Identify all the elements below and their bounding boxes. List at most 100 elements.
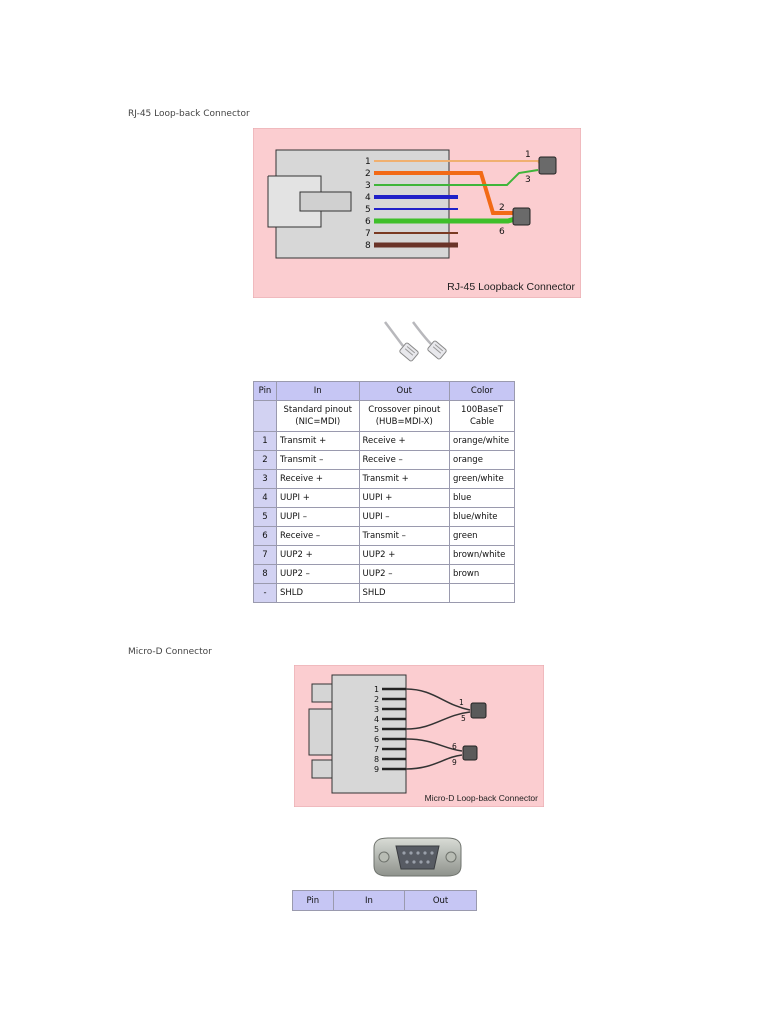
microd-pin-label: 7 (374, 745, 379, 754)
micro-d-connector-photo (373, 837, 462, 877)
rj45-wire-3 (374, 169, 539, 186)
microd-pin-label: 6 (374, 735, 379, 744)
color-cell (449, 583, 515, 603)
pin-cell: 2 (253, 450, 277, 470)
subheader-color: 100BaseT Cable (449, 400, 515, 432)
rj45-cable-photo (384, 321, 447, 362)
header-out: Out (404, 890, 477, 911)
rj45-plug-label: 1 (525, 150, 531, 160)
out-cell: UUP2 + (358, 545, 451, 565)
rj45-heading: RJ-45 Loop-back Connector (128, 109, 250, 119)
microd-plug-label: 6 (452, 742, 457, 751)
out-cell: Transmit + (358, 469, 451, 489)
out-cell: UUPI – (358, 507, 451, 527)
table-row: 6 Receive – Transmit – green (253, 526, 515, 546)
in-cell: Transmit – (275, 450, 360, 470)
rj45-pin-label: 1 (365, 157, 371, 167)
header-in: In (332, 890, 406, 911)
rj45-wire-2 (374, 171, 515, 215)
microd-pin-label: 8 (374, 755, 379, 764)
pin-cell: 5 (253, 507, 277, 527)
pin-cell: 6 (253, 526, 277, 546)
microd-pin-label: 5 (374, 725, 379, 734)
out-cell: UUP2 – (358, 564, 451, 584)
rj45-loop-plug-1 (538, 156, 557, 175)
header-out: Out (358, 381, 451, 401)
table-row: 8 UUP2 – UUP2 – brown (253, 564, 515, 584)
microd-plug-label: 9 (452, 758, 457, 767)
header-pin: Pin (253, 381, 277, 401)
color-cell: brown (449, 564, 515, 584)
microd-pin-label: 3 (374, 705, 379, 714)
table-row: 4 UUPI + UUPI + blue (253, 488, 515, 508)
microd-diagram-caption: Micro-D Loop-back Connector (425, 793, 539, 803)
microd-pin-label: 4 (374, 715, 379, 724)
header-in: In (275, 381, 360, 401)
out-cell: Receive + (358, 431, 451, 451)
rj45-pin-table: Pin In Out Color Standard pinout (NIC=MD… (253, 381, 515, 603)
microd-heading: Micro-D Connector (128, 647, 212, 657)
in-cell: UUPI + (275, 488, 360, 508)
rj45-diagram-caption: RJ-45 Loopback Connector (447, 281, 575, 293)
table-row: 5 UUPI – UUPI – blue/white (253, 507, 515, 527)
microd-pin-label: 1 (374, 685, 379, 694)
color-cell: orange/white (449, 431, 515, 451)
pin-cell: 4 (253, 488, 277, 508)
rj45-plug-label: 2 (499, 203, 505, 213)
rj45-tab (299, 191, 352, 212)
color-cell: blue (449, 488, 515, 508)
microd-plug-label: 5 (461, 714, 466, 723)
in-cell: UUP2 – (275, 564, 360, 584)
rj45-pin-label: 6 (365, 217, 371, 227)
microd-body (331, 674, 407, 794)
color-cell: green (449, 526, 515, 546)
rj45-plug-label: 3 (525, 175, 531, 185)
table-row: - SHLD SHLD (253, 583, 515, 603)
pin-cell: 8 (253, 564, 277, 584)
pin-cell: 3 (253, 469, 277, 489)
rj45-pin-label: 5 (365, 205, 371, 215)
pin-cell: - (253, 583, 277, 603)
pin-cell: 1 (253, 431, 277, 451)
subheader-out: Crossover pinout (HUB=MDI-X) (358, 400, 451, 432)
in-cell: Receive + (275, 469, 360, 489)
out-cell: Transmit – (358, 526, 451, 546)
in-cell: UUPI – (275, 507, 360, 527)
table-header-row: Pin In Out (292, 890, 477, 911)
color-cell: orange (449, 450, 515, 470)
microd-pin-label: 9 (374, 765, 379, 774)
pin-cell: 7 (253, 545, 277, 565)
microd-plug-label: 1 (459, 698, 464, 707)
table-row: 2 Transmit – Receive – orange (253, 450, 515, 470)
out-cell: UUPI + (358, 488, 451, 508)
table-subheader-row: Standard pinout (NIC=MDI) Crossover pino… (253, 400, 515, 432)
table-row: 3 Receive + Transmit + green/white (253, 469, 515, 489)
microd-loop-plug-2 (462, 745, 478, 761)
microd-pin-table: Pin In Out (292, 890, 477, 911)
in-cell: Receive – (275, 526, 360, 546)
rj45-pin-label: 3 (365, 181, 371, 191)
in-cell: UUP2 + (275, 545, 360, 565)
table-row: 7 UUP2 + UUP2 + brown/white (253, 545, 515, 565)
color-cell: green/white (449, 469, 515, 489)
table-header-row: Pin In Out Color (253, 381, 515, 401)
rj45-pin-label: 7 (365, 229, 371, 239)
header-pin: Pin (292, 890, 334, 911)
color-cell: brown/white (449, 545, 515, 565)
subheader-in: Standard pinout (NIC=MDI) (275, 400, 360, 432)
table-row: 1 Transmit + Receive + orange/white (253, 431, 515, 451)
out-cell: SHLD (358, 583, 451, 603)
rj45-diagram: 1 2 3 4 5 6 7 8 1 3 2 6 RJ-45 Loopback C… (253, 128, 581, 298)
in-cell: SHLD (275, 583, 360, 603)
header-color: Color (449, 381, 515, 401)
microd-loop-plug-1 (470, 702, 487, 719)
rj45-pin-label: 8 (365, 241, 371, 251)
microd-pin-label: 2 (374, 695, 379, 704)
rj45-plug-label: 6 (499, 227, 505, 237)
color-cell: blue/white (449, 507, 515, 527)
subheader-pin-cell (253, 400, 277, 432)
rj45-loop-plug-2 (512, 207, 531, 226)
in-cell: Transmit + (275, 431, 360, 451)
rj45-pin-label: 2 (365, 169, 371, 179)
microd-diagram: 1 2 3 4 5 6 7 8 9 1 5 6 9 Micro-D Loop-b… (294, 665, 544, 807)
